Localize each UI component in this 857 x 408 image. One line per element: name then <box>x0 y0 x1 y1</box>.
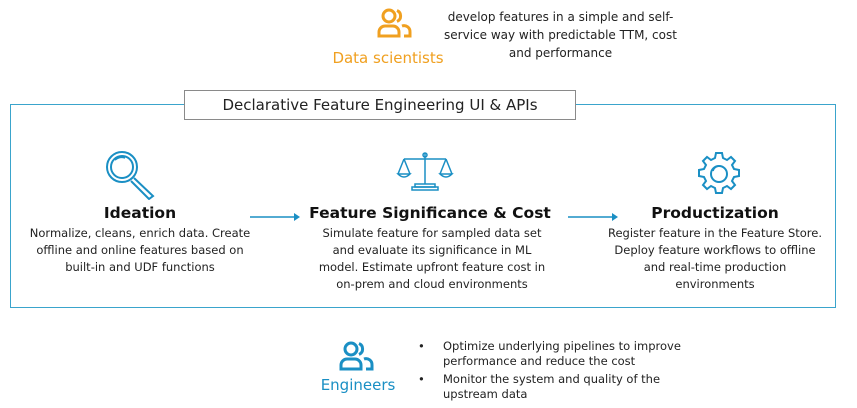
data-scientists-label: Data scientists <box>332 49 444 67</box>
magnifier-icon <box>103 148 159 200</box>
feature-significance-description: Simulate feature for sampled data set an… <box>318 226 546 291</box>
scales-icon <box>396 150 454 192</box>
ideation-description: Normalize, cleans, enrich data. Create o… <box>29 226 251 274</box>
engineers-bullet-2: Monitor the system and quality of the up… <box>418 372 718 402</box>
flow-arrow-2 <box>568 207 618 226</box>
ideation-title: Ideation <box>103 204 177 222</box>
productization-title: Productization <box>651 204 779 222</box>
productization-description: Register feature in the Feature Store. D… <box>608 226 823 291</box>
engineers-users-icon <box>339 340 375 372</box>
engineers-label: Engineers <box>320 376 396 394</box>
framework-title: Declarative Feature Engineering UI & API… <box>184 90 576 120</box>
engineers-bullet-1: Optimize underlying pipelines to improve… <box>418 339 718 369</box>
gear-icon <box>696 151 742 197</box>
data-scientists-users-icon <box>377 7 413 39</box>
engineers-responsibilities-list: Optimize underlying pipelines to improve… <box>418 339 718 405</box>
data-scientists-description: develop features in a simple and self-se… <box>444 10 677 60</box>
feature-significance-title: Feature Significance & Cost <box>309 204 551 222</box>
flow-arrow-1 <box>250 207 300 226</box>
